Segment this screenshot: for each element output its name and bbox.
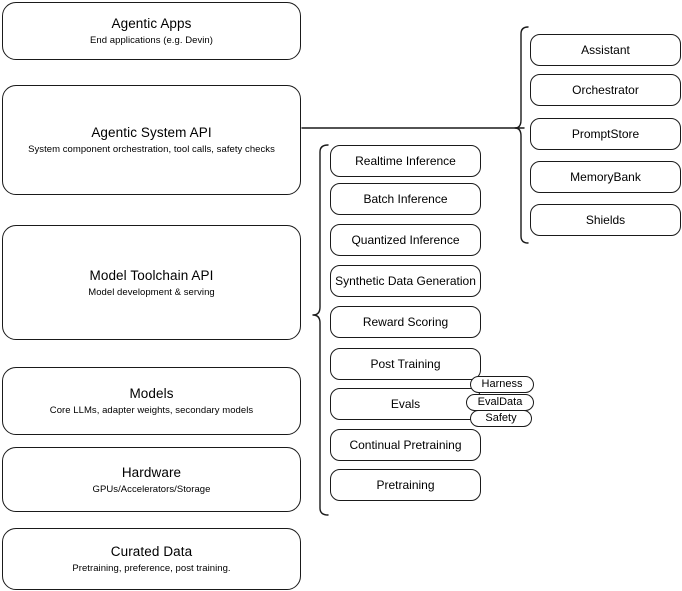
component-label: Batch Inference — [363, 191, 448, 206]
system-component-shields[interactable]: Shields — [530, 204, 681, 236]
component-label: Realtime Inference — [355, 153, 456, 168]
toolchain-component-evals[interactable]: Evals — [330, 388, 481, 420]
toolchain-component-realtime-inference[interactable]: Realtime Inference — [330, 145, 481, 177]
layer-title: Curated Data — [110, 544, 193, 559]
component-label: Reward Scoring — [362, 314, 449, 329]
evals-tag-safety[interactable]: Safety — [470, 410, 532, 427]
layer-box-agentic-system-api[interactable]: Agentic System API System component orch… — [2, 85, 301, 195]
evals-tag-harness[interactable]: Harness — [470, 376, 534, 393]
layer-box-hardware[interactable]: Hardware GPUs/Accelerators/Storage — [2, 447, 301, 512]
evals-tag-evaldata[interactable]: EvalData — [466, 394, 534, 411]
component-label: Orchestrator — [572, 82, 639, 97]
component-label: Synthetic Data Generation — [335, 273, 476, 288]
evals-tag-label: EvalData — [477, 396, 523, 408]
system-component-orchestrator[interactable]: Orchestrator — [530, 74, 681, 106]
toolchain-component-synthetic-data-generation[interactable]: Synthetic Data Generation — [330, 265, 481, 297]
brace-toolchain-components — [312, 144, 329, 516]
layer-title: Agentic Apps — [111, 16, 192, 31]
system-component-promptstore[interactable]: PromptStore — [530, 118, 681, 150]
layer-title: Model Toolchain API — [89, 267, 214, 283]
toolchain-component-reward-scoring[interactable]: Reward Scoring — [330, 306, 481, 338]
layer-subtitle: System component orchestration, tool cal… — [28, 144, 275, 155]
component-label: Shields — [585, 212, 626, 227]
component-label: Pretraining — [376, 477, 435, 492]
layer-subtitle: End applications (e.g. Devin) — [90, 35, 213, 46]
layer-title: Agentic System API — [91, 125, 212, 140]
layer-title: Models — [129, 386, 174, 401]
layer-box-curated-data[interactable]: Curated Data Pretraining, preference, po… — [2, 528, 301, 590]
evals-tag-label: Safety — [485, 412, 517, 424]
component-label: Evals — [390, 396, 421, 411]
toolchain-component-batch-inference[interactable]: Batch Inference — [330, 183, 481, 215]
component-label: PromptStore — [571, 126, 640, 141]
layer-box-model-toolchain-api[interactable]: Model Toolchain API Model development & … — [2, 225, 301, 340]
layer-subtitle: Model development & serving — [88, 286, 215, 298]
component-label: Post Training — [370, 356, 441, 371]
layer-subtitle: GPUs/Accelerators/Storage — [92, 483, 211, 495]
brace-system-components — [514, 26, 529, 244]
toolchain-component-pretraining[interactable]: Pretraining — [330, 469, 481, 501]
component-label: Assistant — [581, 42, 630, 57]
component-label: Quantized Inference — [351, 232, 460, 247]
layer-title: Hardware — [121, 464, 182, 480]
layer-box-models[interactable]: Models Core LLMs, adapter weights, secon… — [2, 367, 301, 435]
layer-subtitle: Core LLMs, adapter weights, secondary mo… — [49, 405, 254, 416]
layer-subtitle: Pretraining, preference, post training. — [72, 563, 231, 574]
toolchain-component-continual-pretraining[interactable]: Continual Pretraining — [330, 429, 481, 461]
system-component-assistant[interactable]: Assistant — [530, 34, 681, 66]
component-label: MemoryBank — [570, 169, 641, 184]
evals-tag-label: Harness — [481, 378, 523, 390]
layer-box-agentic-apps[interactable]: Agentic Apps End applications (e.g. Devi… — [2, 2, 301, 60]
system-component-memorybank[interactable]: MemoryBank — [530, 161, 681, 193]
component-label: Continual Pretraining — [349, 437, 462, 452]
toolchain-component-post-training[interactable]: Post Training — [330, 348, 481, 380]
toolchain-component-quantized-inference[interactable]: Quantized Inference — [330, 224, 481, 256]
